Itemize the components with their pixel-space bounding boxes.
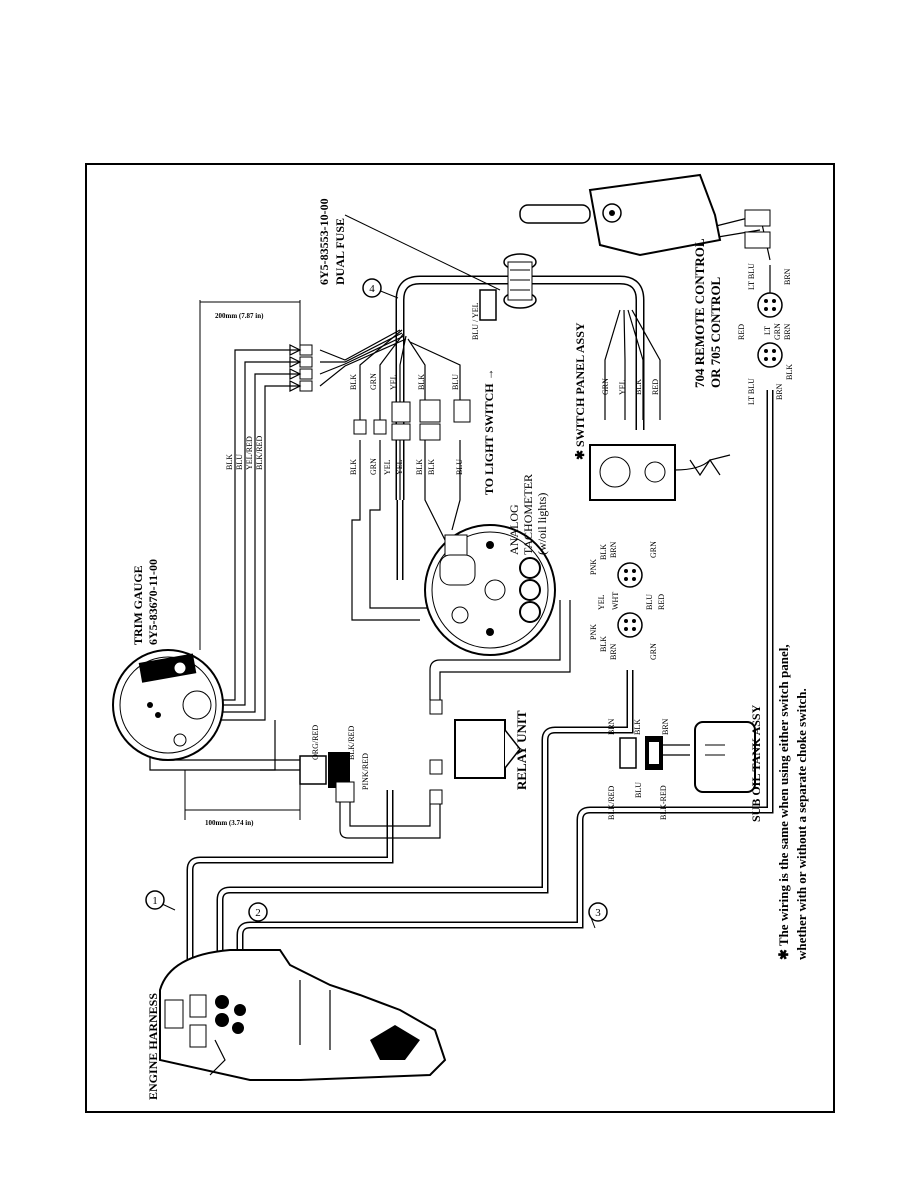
dim-200-label: 200mm (7.87 in) [215, 312, 264, 320]
switch-panel-label: ✱ SWITCH PANEL ASSY [573, 322, 587, 460]
wire-label: BLK [415, 459, 424, 475]
relay-unit-label: RELAY UNIT [514, 710, 529, 790]
wire-label: YEL [395, 459, 404, 475]
trim-pin-connectors [289, 344, 313, 392]
wire-label: GRN [369, 373, 378, 390]
wire-label: BLU [634, 782, 643, 798]
wire-label: GRN [649, 541, 658, 558]
remote-control-label-2: OR 705 CONTROL [708, 276, 723, 388]
wire-label: BLK [225, 454, 234, 470]
dual-fuse-label: DUAL FUSE [333, 218, 347, 285]
wire-label: BLK [349, 374, 358, 390]
trim-gauge-connector [299, 752, 355, 803]
trim-gauge [112, 649, 224, 761]
wire-label: YEL [383, 459, 392, 475]
wire-label: RED [651, 379, 660, 395]
callout-2 [248, 902, 268, 922]
tach-label-1: ANALOG [507, 504, 521, 555]
wire-label: PNK [589, 559, 598, 575]
dim-100-label: 100mm (3.74 in) [205, 819, 254, 827]
wire-label: GRN [369, 458, 378, 475]
switch-panel [589, 444, 731, 501]
wire-label: BLK [427, 459, 436, 475]
remote-connectors [757, 292, 783, 368]
sub-oil-tank [619, 721, 756, 793]
wire-label: BRN [607, 718, 616, 735]
dimension-lines [184, 300, 301, 820]
wire-label: BLK-RED [659, 785, 668, 820]
wire-label: GRN [773, 323, 782, 340]
wire-label: RED [737, 324, 746, 340]
wire-label: BLK [785, 364, 794, 380]
wire-label: BLK/RED [255, 436, 264, 470]
trim-gauge-part-label: 6Y5-83670-11-00 [146, 559, 160, 645]
dual-fuse-leader [344, 214, 501, 291]
footnote-line-2: whether with or without a separate choke… [794, 688, 809, 960]
callout-markers: 1 2 3 4 [145, 278, 608, 929]
wire-label: BLK [633, 719, 642, 735]
callout-1 [145, 890, 165, 910]
wire-label: BRN [609, 643, 618, 660]
wire-label: BLK [349, 459, 358, 475]
dual-fuse-holder [479, 253, 537, 321]
callout-4 [362, 278, 382, 298]
wire-label: BLU [451, 374, 460, 390]
wire-label: GRN [649, 643, 658, 660]
wire-harness-lines [149, 214, 774, 1000]
wire-label: LT BLU [747, 378, 756, 405]
wire-label: LT BLU [747, 263, 756, 290]
wire-label: BLU / YEL [471, 302, 480, 340]
remote-control-label-1: 704 REMOTE CONTROL [692, 238, 707, 388]
wire-label: YEL [618, 379, 627, 395]
wire-label: BLK [634, 379, 643, 395]
wire-label: BLU [455, 459, 464, 475]
trim-gauge-label: TRIM GAUGE [131, 565, 145, 645]
wire-label: LT [763, 326, 772, 335]
wire-label: BLK [599, 636, 608, 652]
remote-control [519, 173, 771, 257]
callout-1-label: 1 [152, 895, 158, 907]
callout-4-label: 4 [369, 283, 375, 295]
wire-label: YEL [597, 594, 606, 610]
sub-oil-tank-label: SUB OIL TANK ASSY [749, 704, 763, 822]
wire-label: ORG/RED [311, 725, 320, 760]
wire-label: YEL [389, 374, 398, 390]
outboard-engine [159, 949, 447, 1081]
tach-label-2: TACHOMETER [521, 474, 535, 555]
to-light-switch-label: TO LIGHT SWITCH → [482, 368, 496, 495]
callout-2-label: 2 [255, 907, 261, 919]
wire-label: WHT [611, 592, 620, 610]
diagram-frame [85, 163, 835, 1113]
wire-label: BLU [645, 594, 654, 610]
switch-panel-connectors [617, 562, 643, 638]
light-switch-connectors [353, 399, 471, 441]
engine-harness-label: ENGINE HARNESS [146, 993, 160, 1100]
dual-fuse-part-label: 6Y5-83553-10-00 [317, 198, 331, 285]
wire-label: BLK/RED [607, 786, 616, 820]
tach-label-3: (w/oil lights) [535, 493, 549, 555]
wire-label: BRN [783, 268, 792, 285]
relay-unit [429, 699, 521, 805]
wire-label: YEL/RED [245, 436, 254, 470]
analog-tachometer [424, 524, 556, 656]
wire-label: BLU [235, 454, 244, 470]
wire-label: BLK [599, 544, 608, 560]
footnote-line-1: ✱ The wiring is the same when using eith… [776, 644, 791, 960]
wire-label: BRN [783, 323, 792, 340]
wire-label: BRN [661, 718, 670, 735]
callout-3-label: 3 [595, 907, 601, 919]
wire-label: BRN [609, 541, 618, 558]
wire-label: PINK/RED [361, 753, 370, 790]
wire-label: BRN [775, 383, 784, 400]
wire-color-labels: BLK BLU YEL/RED BLK/RED ORG/RED BLK/RED … [225, 263, 794, 820]
callout-3 [588, 902, 608, 922]
wire-label: GRN [601, 378, 610, 395]
wire-label: RED [657, 594, 666, 610]
wire-label: BLK [417, 374, 426, 390]
wire-label: BLK/RED [347, 726, 356, 760]
wire-label: PNK [589, 624, 598, 640]
